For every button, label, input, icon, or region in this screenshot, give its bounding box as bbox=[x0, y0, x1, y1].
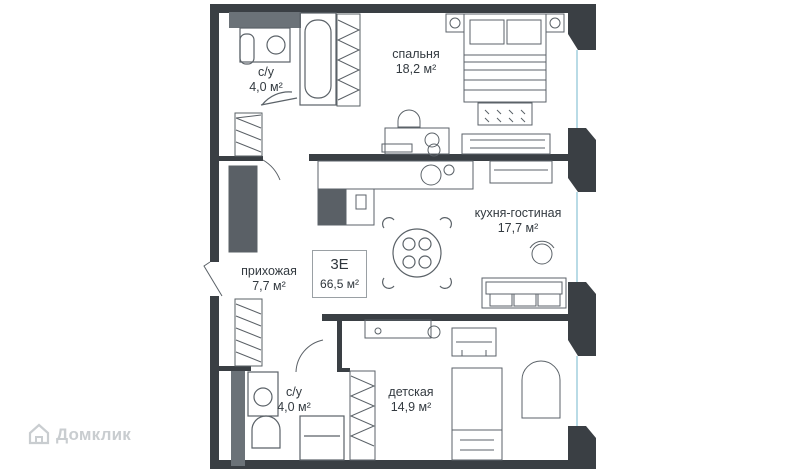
bedroom-desk bbox=[381, 109, 551, 155]
apartment-type-box: 3Е 66,5 м² bbox=[312, 250, 367, 298]
kitchen-living-area: 17,7 м² bbox=[497, 221, 539, 235]
kids-room-area: 14,9 м² bbox=[390, 400, 432, 414]
domclick-watermark: Домклик bbox=[56, 425, 131, 444]
hallway-area: 7,7 м² bbox=[252, 279, 286, 293]
entrance-door bbox=[203, 261, 223, 297]
label-kitchen-living: кухня-гостиная 17,7 м² bbox=[475, 206, 562, 236]
kids-room-furniture bbox=[349, 319, 561, 461]
bathroom-bottom-name: с/у bbox=[286, 385, 302, 399]
wardrobe-lower-left bbox=[234, 298, 324, 373]
kitchen-living-name: кухня-гостиная bbox=[474, 206, 562, 220]
label-bathroom-bottom: с/у 4,0 м² bbox=[277, 385, 311, 415]
bathroom-top-area: 4,0 м² bbox=[249, 80, 283, 94]
wardrobe-upper-left bbox=[228, 112, 281, 253]
label-kids-room: детская 14,9 м² bbox=[388, 385, 433, 415]
bedroom-wardrobe bbox=[336, 13, 361, 107]
label-bedroom: спальня 18,2 м² bbox=[392, 47, 439, 77]
walls bbox=[210, 4, 596, 469]
label-hallway: прихожая 7,7 м² bbox=[241, 264, 297, 294]
kitchen-unit bbox=[317, 143, 553, 226]
bathroom-bottom-fixtures bbox=[247, 371, 345, 461]
double-bed bbox=[445, 13, 565, 126]
apartment-total-area: 66,5 м² bbox=[320, 277, 359, 291]
kids-room-name: детская bbox=[388, 385, 434, 399]
bedroom-name: спальня bbox=[392, 47, 440, 61]
label-bathroom-top: с/у 4,0 м² bbox=[249, 65, 283, 95]
hallway-name: прихожая bbox=[241, 264, 297, 278]
sofa bbox=[481, 240, 567, 309]
bathroom-top-name: с/у bbox=[258, 65, 274, 79]
bedroom-area: 18,2 м² bbox=[395, 62, 437, 76]
apartment-type-code: 3Е bbox=[330, 256, 349, 273]
bathroom-bottom-area: 4,0 м² bbox=[277, 400, 311, 414]
bathroom-top-fixtures bbox=[239, 12, 337, 106]
domclick-logo-icon bbox=[28, 423, 50, 445]
dining-table bbox=[382, 217, 452, 289]
